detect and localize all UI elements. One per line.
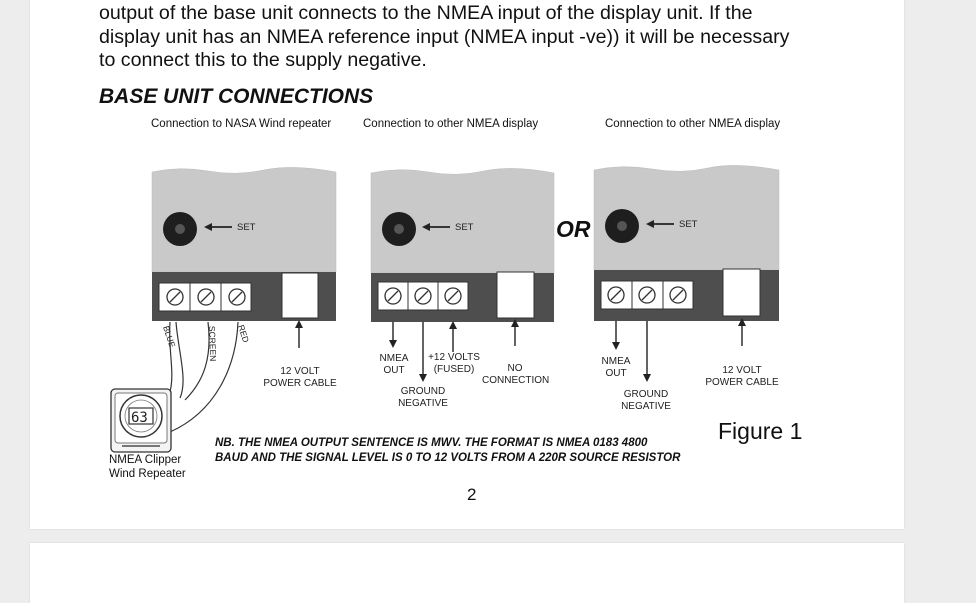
set-label: SET bbox=[679, 219, 698, 230]
terminal-screw-icon bbox=[669, 286, 687, 304]
base-unit-right: SET bbox=[593, 165, 780, 382]
terminal-screw-icon bbox=[444, 287, 462, 305]
paragraph-line: output of the base unit connects to the … bbox=[99, 2, 753, 24]
set-label: SET bbox=[455, 222, 474, 233]
repeater-cable bbox=[169, 321, 239, 433]
wiring-diagram: SET BLUE SCREEN RED 63 bbox=[110, 165, 780, 453]
terminal-screw-icon bbox=[197, 288, 215, 306]
paragraph-line: display unit has an NMEA reference input… bbox=[99, 25, 790, 48]
next-document-page bbox=[30, 543, 904, 603]
wire-label-screen: SCREEN bbox=[207, 326, 218, 362]
base-unit-left: SET bbox=[151, 167, 337, 348]
plus-12v-label: +12 VOLTS(FUSED) bbox=[428, 352, 480, 375]
body-paragraph: output of the base unit connects to the … bbox=[99, 2, 859, 73]
set-label: SET bbox=[237, 222, 256, 233]
nmea-note: NB. THE NMEA OUTPUT SENTENCE IS MWV. THE… bbox=[215, 437, 681, 464]
paragraph-line: to connect this to the supply negative. bbox=[99, 49, 427, 71]
terminal-screw-icon bbox=[228, 288, 246, 306]
terminal-screw-icon bbox=[414, 287, 432, 305]
terminal-screw-icon bbox=[607, 286, 625, 304]
figure-label: Figure 1 bbox=[718, 418, 803, 444]
terminal-screw-icon bbox=[638, 286, 656, 304]
caption-nasa-repeater: Connection to NASA Wind repeater bbox=[151, 118, 332, 130]
repeater-display-value: 63 bbox=[131, 410, 148, 426]
caption-nmea-display-1: Connection to other NMEA display bbox=[363, 118, 539, 130]
wire-label-blue: BLUE bbox=[161, 325, 177, 350]
section-heading: BASE UNIT CONNECTIONS bbox=[99, 85, 374, 108]
terminal-screw-icon bbox=[166, 288, 184, 306]
caption-nmea-display-2: Connection to other NMEA display bbox=[605, 118, 781, 130]
page-number: 2 bbox=[467, 485, 477, 504]
terminal-screw-icon bbox=[384, 287, 402, 305]
wind-repeater-icon: 63 bbox=[110, 388, 172, 453]
or-label: OR bbox=[556, 216, 591, 242]
wire-label-red: RED bbox=[236, 324, 251, 344]
base-unit-middle: SET bbox=[370, 168, 555, 382]
